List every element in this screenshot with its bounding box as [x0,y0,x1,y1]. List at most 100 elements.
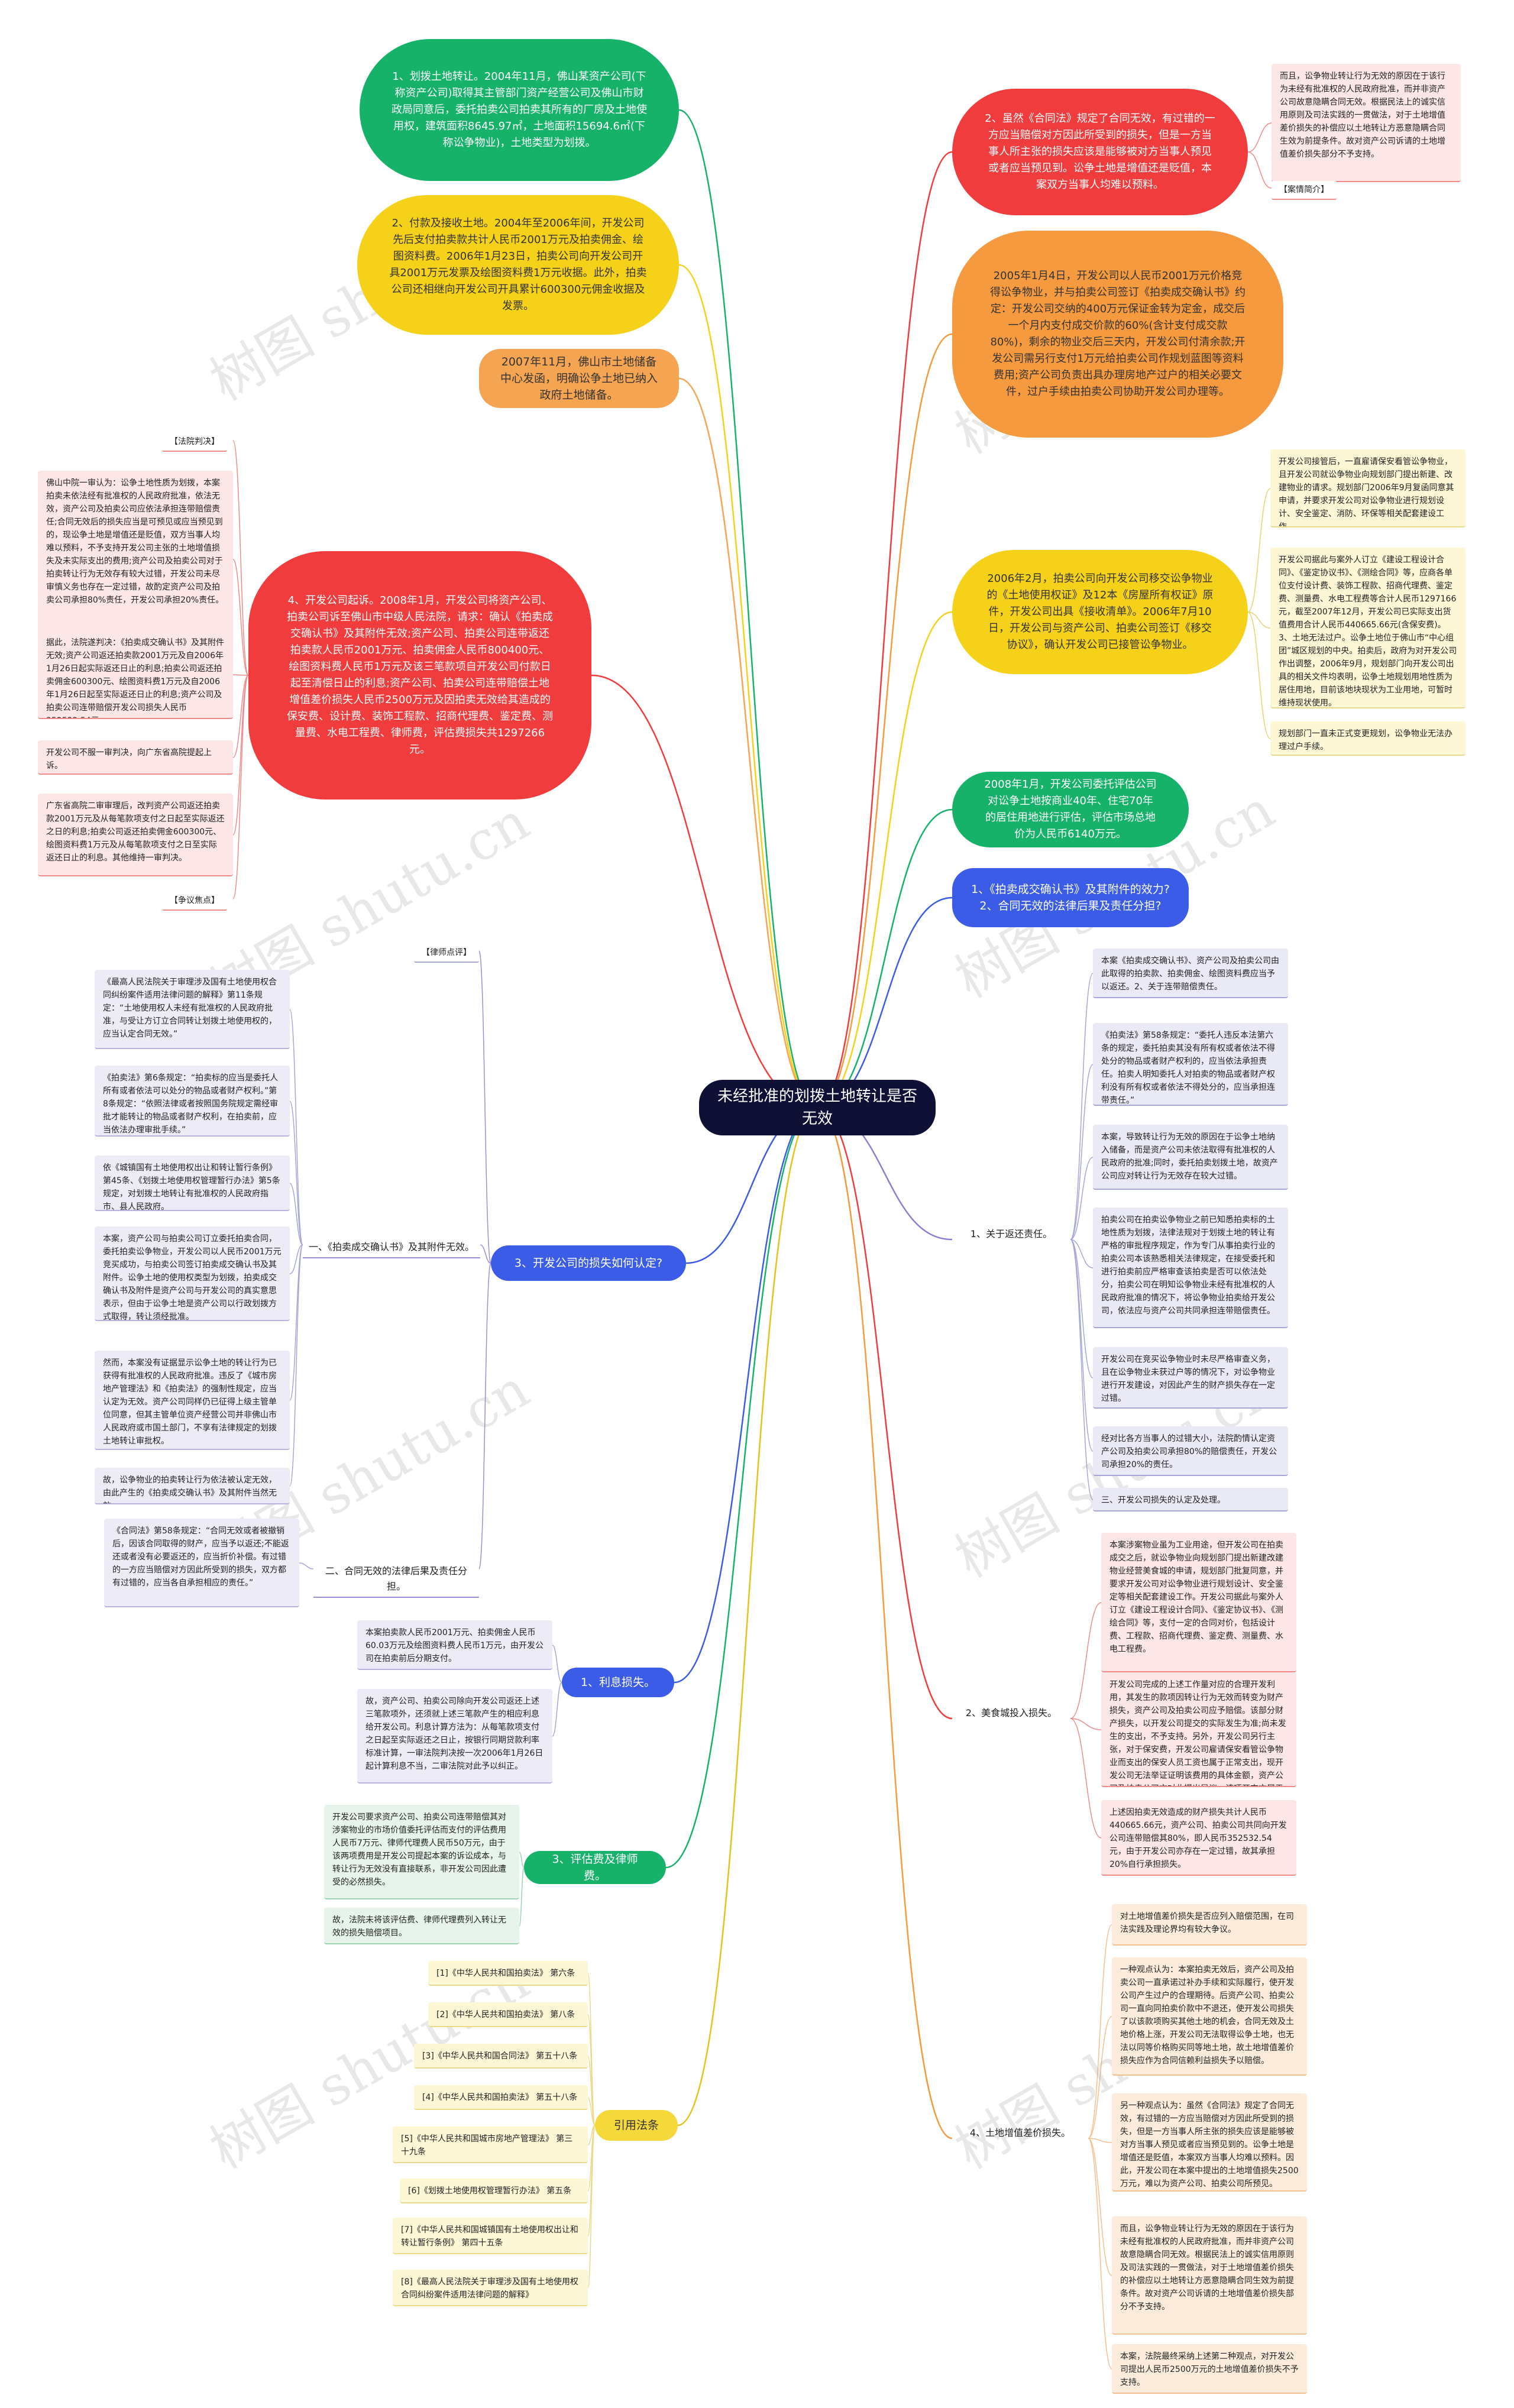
land-note: 本案，法院最终采纳上述第二种观点，对开发公司提出人民币2500万元的土地增值差价… [1112,2344,1307,2394]
law-item[interactable]: [6]《划拨土地使用权管理暂行办法》 第五条 [400,2179,588,2203]
connector-line [232,675,249,899]
connector-line [232,559,249,676]
connector-line [480,1244,491,1264]
connector-line [1070,1718,1102,1730]
connector-line [1070,1718,1102,1839]
fact-land-reserve[interactable]: 2007年11月，佛山市土地储备中心发函，明确讼争土地已纳入政府土地储备。 [479,349,679,408]
lawyer-note: 故，讼争物业的拍卖转让行为依法被认定无效，由此产生的《拍卖成交确认书》及其附件当… [95,1468,290,1504]
law-item[interactable]: [8]《最高人民法院关于审理涉及国有土地使用权合同纠纷案件适用法律问题的解释》 [393,2270,588,2306]
connector-line [289,1244,303,1401]
interest-note: 本案拍卖款人民币2001万元、拍卖佣金人民币60.03万元及绘图资料费人民币1万… [357,1620,552,1670]
connector-line [289,1101,303,1245]
connector-line [1088,2138,1112,2370]
topic-cited-laws[interactable]: 引用法条 [595,2110,678,2141]
law-item[interactable]: [5]《中华人民共和国城市房地产管理法》 第三十九条 [393,2127,588,2163]
connector-line [1070,1157,1094,1240]
connector-line [587,2125,596,2192]
connector-line [1247,611,1271,739]
connector-line [232,675,249,836]
connector-line [817,611,953,1109]
liability-note: 开发公司在竞买讼争物业时未尽严格审查义务，且在讼争物业未获过户等的情况下，对讼争… [1093,1347,1288,1409]
topic-dispute-questions[interactable]: 1、《拍卖成交确认书》及其附件的效力?2、合同无效的法律后果及责任分担? [952,868,1189,927]
tag-dispute-focus: 【争议焦点】 [162,892,227,911]
note-case-intro: 而且，讼争物业转让行为无效的原因在于该行为未经有批准权的人民政府批准，而并非资产… [1272,64,1461,182]
operation-note: 本案涉案物业虽为工业用途，但开发公司在拍卖成交之后，就讼争物业向规划部门提出新建… [1101,1533,1296,1672]
liability-note: 三、开发公司损失的认定及处理。 [1093,1488,1288,1512]
lawyer-note: 依《城镇国有土地使用权出让和转让暂行条例》第45条、《划拨土地使用权管理暂行办法… [95,1156,290,1211]
connector-line [591,674,818,1109]
connector-line [1088,2016,1112,2139]
fact-property-handover[interactable]: 2006年2月，拍卖公司向开发公司移交讼争物业的《土地使用权证》及12本《房屋所… [952,550,1248,674]
fact-allocated-land-transfer[interactable]: 1、划拨土地转让。2004年11月，佛山某资产公司(下称资产公司)取得其主管部门… [360,39,679,181]
operation-note: 上述因拍卖无效造成的财产损失共计人民币440665.66元，资产公司、拍卖公司共… [1101,1800,1296,1876]
connector-line [665,1106,818,1869]
connector-line [587,2125,596,2237]
operation-note: 开发公司完成的上述工作量对应的合理开发利用，其发生的款项因转让行为无效而转变为财… [1101,1672,1296,1787]
connector-line [1088,1924,1112,2139]
lawyer-note: 然而，本案没有证据显示讼争土地的转让行为已获得有批准权的人民政府批准。违反了《城… [95,1351,290,1450]
liability-note: 拍卖公司在拍卖讼争物业之前已知悉拍卖标的土地性质为划拨，法律法规对于划拨土地的转… [1093,1208,1288,1328]
label-return-liability[interactable]: 1、关于返还责任。 [970,1228,1053,1239]
connector-line [478,950,491,1264]
connector-line [478,1263,491,1569]
label-operation-loss[interactable]: 2、美食城投入损失。 [965,1707,1057,1718]
connector-line [678,377,818,1109]
connector-line [817,333,953,1109]
connector-line [519,1867,525,1927]
connector-line [552,1645,562,1683]
lawyer-note: 本案，资产公司与拍卖公司订立委托拍卖合同，委托拍卖讼争物业，开发公司以人民币20… [95,1226,290,1321]
law-item[interactable]: [1]《中华人民共和国拍卖法》 第六条 [428,1961,588,1986]
connector-line [552,1682,562,1737]
fact-lawsuit[interactable]: 4、开发公司起诉。2008年1月，开发公司将资产公司、拍卖公司诉至佛山市中级人民… [248,551,591,800]
connector-line [1247,151,1272,189]
central-topic[interactable]: 未经批准的划拨土地转让是否无效 [699,1080,936,1135]
topic-interest-loss[interactable]: 1、利息损失。 [562,1668,674,1697]
connector-line [817,1106,953,1720]
label-invalid-confirmation[interactable]: 一、《拍卖成交确认书》及其附件无效。 [303,1237,480,1258]
land-note: 一种观点认为：本案拍卖无效后，资产公司及拍卖公司一直承诺过补办手续和实际履行，使… [1112,1957,1307,2076]
law-item[interactable]: [7]《中华人民共和国城镇国有土地使用权出让和转让暂行条例》 第四十五条 [393,2218,588,2254]
topic-evaluation-fee[interactable]: 3、评估费及律师费。 [524,1851,666,1884]
topic-loss-determination[interactable]: 3、开发公司的损失如何认定? [491,1245,686,1281]
connector-line [289,1009,303,1245]
connector-line [1070,973,1094,1240]
lawyer-note: 《合同法》第58条规定：“合同无效或者被撤销后，因该合同取得的财产，应当予以返还… [104,1519,299,1607]
liability-note: 《拍卖法》第58条规定：“委托人违反本法第六条的规定，委托拍卖其没有所有权或者依… [1093,1023,1288,1106]
connector-line [1247,611,1271,629]
connector-line [289,1244,303,1487]
law-item[interactable]: [2]《中华人民共和国拍卖法》 第八条 [428,2002,588,2027]
fact-auction-confirmation[interactable]: 2005年1月4日，开发公司以人民币2001万元价格竞得讼争物业，并与拍卖公司签… [952,231,1283,438]
connector-line [678,264,818,1109]
liability-note: 本案，导致转让行为无效的原因在于讼争土地纳入储备，而是资产公司未依法取得有批准权… [1093,1125,1288,1190]
connector-line [1088,2138,1112,2143]
law-item[interactable]: [4]《中华人民共和国拍卖法》 第五十八条 [414,2085,588,2110]
connector-line [232,440,249,676]
law-item[interactable]: [3]《中华人民共和国合同法》 第五十八条 [414,2044,588,2069]
connector-line [587,2014,596,2126]
connector-line [677,1106,818,2127]
connector-line [1070,1064,1094,1240]
connector-line [232,675,249,758]
evaluation-note: 开发公司要求资产公司、拍卖公司连带赔偿其对涉案物业的市场价值委托评估而支付的评估… [324,1805,519,1899]
connector-line [587,2125,596,2145]
note-dev-contracts: 开发公司据此与案外人订立《建设工程设计合同》、《鉴定协议书》、《测绘合同》等，应… [1270,548,1466,708]
connector-line [817,896,953,1109]
fact-valuation[interactable]: 2008年1月，开发公司委托评估公司对讼争土地按商业40年、住宅70年的居住用地… [952,772,1189,847]
connector-line [587,1973,596,2126]
lawyer-note: 《最高人民法院关于审理涉及国有土地使用权合同纠纷案件适用法律问题的解释》第11条… [95,970,290,1049]
label-land-appreciation[interactable]: 4、土地增值差价损失。 [969,2127,1071,2138]
connector-line [519,1852,525,1868]
note-first-instance: 佛山中院一审认为：讼争土地性质为划拨，本案拍卖未依法经有批准权的人民政府批准，依… [38,471,233,648]
land-note: 而且，讼争物业转让行为无效的原因在于该行为未经有批准权的人民政府批准，而并非资产… [1112,2216,1307,2335]
connector-line [1070,1602,1102,1719]
evaluation-note: 故，法院未将该评估费、律师代理费列入转让无效的损失赔偿项目。 [324,1908,519,1944]
note-appeal: 开发公司不服一审判决，向广东省高院提起上诉。 [38,740,233,775]
fact-payment-and-handover[interactable]: 2、付款及接收土地。2004年至2006年间，开发公司先后支付拍卖款共计人民币2… [357,195,679,335]
connector-line [1088,2138,1112,2276]
tag-case-intro: 【案情简介】 [1272,181,1337,200]
reason-foreseeability[interactable]: 2、虽然《合同法》规定了合同无效，有过错的一方应当赔偿对方因此所受到的损失，但是… [952,89,1248,215]
tag-court-judgment: 【法院判决】 [162,433,227,452]
connector-line [817,808,953,1109]
label-invalid-consequence[interactable]: 二、合同无效的法律后果及责任分担。 [313,1561,479,1598]
connector-line [587,2097,596,2126]
